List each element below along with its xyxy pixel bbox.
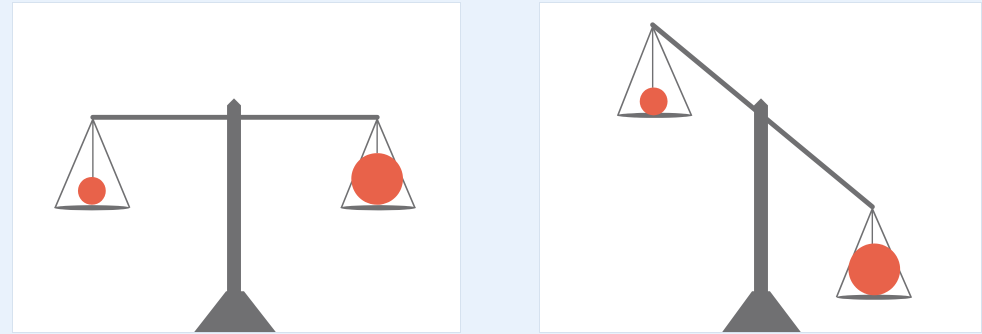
tilted-balance-panel	[539, 2, 982, 333]
large-weight-right	[848, 244, 900, 296]
small-weight-left	[78, 177, 106, 205]
level-balance-diagram	[13, 3, 460, 332]
right-pan-plate	[837, 295, 913, 300]
large-weight-right	[351, 153, 403, 205]
balance-post	[227, 98, 241, 293]
left-pan-plate	[54, 205, 130, 210]
tilted-balance-diagram	[540, 3, 981, 332]
balance-post	[754, 98, 768, 293]
balance-base	[722, 291, 801, 332]
level-balance-panel	[12, 2, 461, 333]
balance-base	[194, 291, 276, 332]
small-weight-left	[640, 87, 668, 115]
right-pan-plate	[340, 205, 416, 210]
